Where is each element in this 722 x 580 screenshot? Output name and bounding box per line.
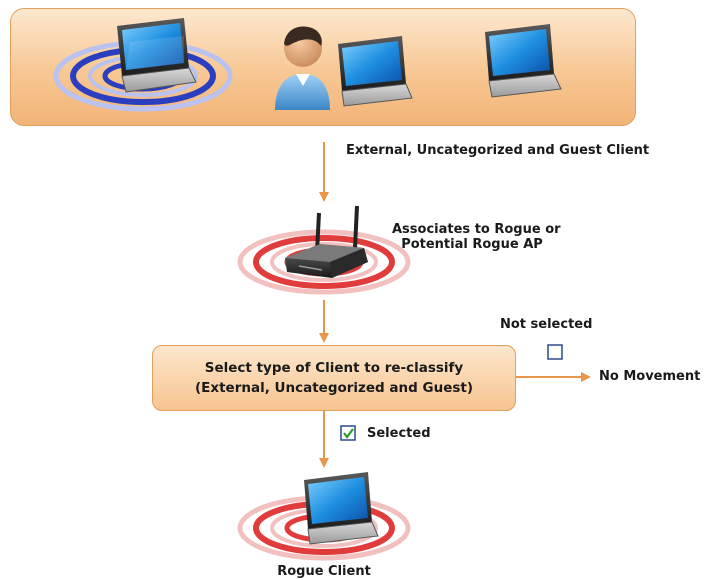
rogue-client-laptop	[304, 472, 379, 545]
client-laptop-3	[485, 24, 562, 98]
no-movement-label: No Movement	[599, 369, 701, 384]
checked-checkbox-icon	[340, 425, 356, 441]
client-types-label: External, Uncategorized and Guest Client	[346, 143, 650, 158]
rogue-ap-router	[285, 205, 368, 278]
rogue-client-label: Rogue Client	[277, 564, 371, 579]
reclassify-decision-box: Select type of Client to re-classify (Ex…	[152, 345, 516, 411]
not-selected-label: Not selected	[500, 317, 593, 332]
user-person	[275, 26, 330, 110]
associates-label-line2: Potential Rogue AP	[401, 237, 543, 252]
decision-line1: Select type of Client to re-classify	[204, 360, 464, 376]
selected-label: Selected	[367, 426, 431, 441]
associates-label: Associates to Rogue or Potential Rogue A…	[392, 222, 561, 252]
associates-label-line1: Associates to Rogue or	[392, 222, 561, 237]
decision-line2: (External, Uncategorized and Guest)	[194, 380, 474, 396]
unchecked-checkbox-icon	[547, 344, 563, 360]
client-laptop-2	[338, 36, 413, 107]
client-laptop-1	[117, 18, 197, 93]
